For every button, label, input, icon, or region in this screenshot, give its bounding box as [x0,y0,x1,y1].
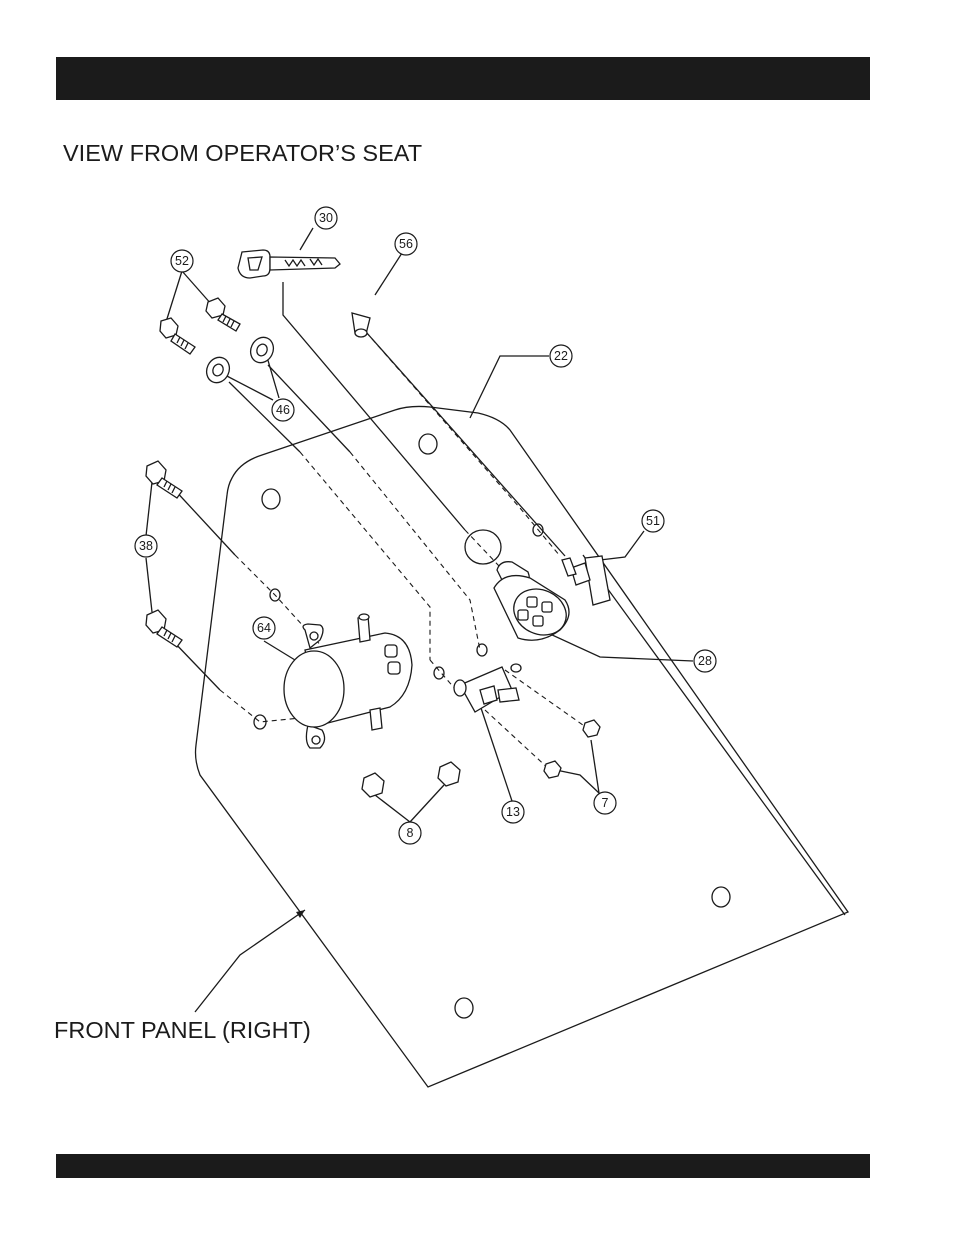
callout-8: 8 [399,822,421,844]
callout-56: 56 [395,233,417,255]
svg-text:13: 13 [506,805,520,819]
relay-part [454,664,521,712]
dashed-center-lines [220,332,590,770]
front-panel-plate [196,406,849,1087]
svg-text:56: 56 [399,237,413,251]
callout-38: 38 [135,535,157,557]
leader-lines [146,228,845,1012]
callout-7: 7 [594,792,616,814]
svg-text:22: 22 [554,349,568,363]
svg-text:38: 38 [139,539,153,553]
svg-text:28: 28 [698,654,712,668]
callout-46: 46 [272,399,294,421]
callout-22: 22 [550,345,572,367]
callout-52: 52 [171,250,193,272]
toggle-boot-part [352,313,370,337]
svg-text:8: 8 [407,826,414,840]
svg-text:46: 46 [276,403,290,417]
svg-text:7: 7 [602,796,609,810]
bolt-part-38b [146,610,182,647]
footer-bar [56,1154,870,1178]
svg-text:51: 51 [646,514,660,528]
toggle-switch-part [562,556,610,605]
nut-parts-7 [544,720,600,778]
svg-text:30: 30 [319,211,333,225]
washer-parts [203,334,278,387]
bolt-part-52b [160,318,195,354]
callout-13: 13 [502,801,524,823]
svg-text:52: 52 [175,254,189,268]
callout-64: 64 [253,617,275,639]
ignition-switch-part [494,562,574,644]
solenoid-part [284,614,412,748]
key-part [238,250,340,278]
bolt-part-52a [206,298,240,331]
front-panel-label: FRONT PANEL (RIGHT) [54,1017,311,1044]
callout-28: 28 [694,650,716,672]
nut-parts-8 [362,762,460,797]
svg-text:64: 64 [257,621,271,635]
callout-51: 51 [642,510,664,532]
callout-30: 30 [315,207,337,229]
